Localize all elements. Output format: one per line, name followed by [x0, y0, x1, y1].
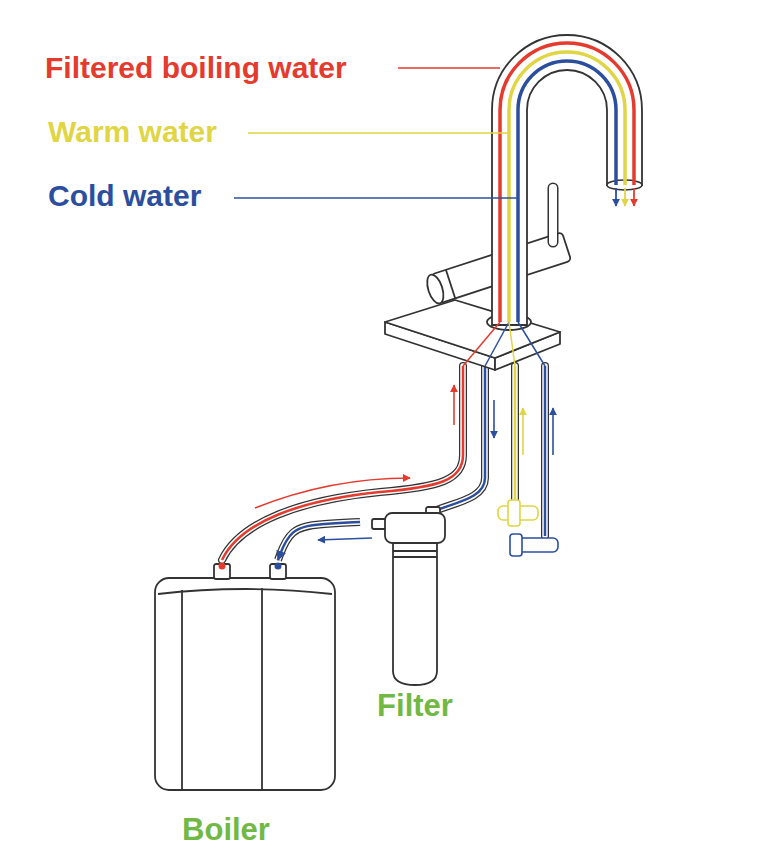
tap-handle-body-part-part — [424, 273, 447, 306]
flow-arrows-part — [453, 385, 455, 425]
pipe-part — [512, 366, 518, 502]
leader-lines-part — [234, 197, 518, 199]
tap-spout-part — [633, 188, 635, 206]
pipe — [545, 366, 546, 536]
pipe-part — [430, 366, 485, 513]
filter-cartridge-outline-part-part — [393, 541, 437, 685]
pipe-fill — [278, 522, 360, 560]
tap-lever-part — [548, 188, 559, 242]
pipe-part — [222, 366, 463, 560]
pipe-part — [541, 366, 549, 536]
pipe-part — [544, 366, 547, 536]
component-label: Boiler — [150, 812, 302, 848]
pipe-part — [511, 366, 519, 502]
tap-feed-lines — [463, 322, 545, 366]
flow-label: Filtered boiling water — [45, 50, 347, 86]
isolation-valves — [498, 500, 558, 556]
tap-lever — [553, 188, 554, 242]
filter-cartridge: Filter — [360, 505, 470, 730]
boiler-tank-outline-part-part — [219, 563, 226, 570]
water-pipe — [278, 522, 360, 560]
leader-lines-part — [398, 67, 500, 69]
tap-feed-lines-part — [518, 322, 545, 366]
tap-spout-part — [615, 188, 617, 206]
tap-spout — [492, 35, 642, 325]
boiler-tank-outline-part-part — [181, 590, 183, 789]
flow-label: Warm water — [48, 114, 217, 150]
tap-spout-part — [624, 188, 626, 206]
pipe-part — [514, 366, 517, 502]
pipe — [515, 366, 516, 502]
tap-handle-body-part-part — [446, 270, 455, 299]
leader-lines — [234, 68, 518, 198]
filter-cartridge-outline-part-part — [393, 556, 437, 558]
flow-arrows-part — [522, 408, 524, 455]
pipe — [430, 366, 485, 513]
pipe — [222, 366, 463, 560]
pipe-outline — [278, 522, 360, 560]
filter-cartridge-outline-part-part — [385, 513, 445, 543]
component-label: Filter — [360, 688, 470, 724]
tap-spout-part — [518, 61, 616, 322]
pipe-part — [222, 366, 463, 560]
flow-arrows-part — [318, 538, 372, 540]
tap-feed-lines-part — [509, 322, 515, 366]
pipe-part — [222, 366, 463, 560]
boiler-tank-outline-part-part — [158, 589, 332, 594]
flow-arrows-part — [552, 408, 554, 455]
tap-feed-lines-part — [463, 322, 500, 366]
boiler-tank-outline — [150, 560, 345, 850]
leader-lines-part — [248, 132, 509, 134]
boiler-tank-outline-part-part — [275, 563, 282, 570]
boiler-tank: Boiler — [150, 560, 345, 850]
flow-arrows-part — [255, 478, 410, 508]
flow-arrows-part — [493, 400, 495, 438]
filter-cartridge-outline-part — [372, 507, 445, 685]
tap-spout-part — [492, 35, 642, 325]
pipe-part — [542, 366, 548, 536]
tap-lever-part — [549, 188, 557, 242]
tap-spout-part — [509, 52, 625, 322]
pipe-part — [430, 366, 485, 513]
tap-spout-part — [500, 43, 634, 322]
isolation-valves-part — [508, 500, 520, 526]
flow-label: Cold water — [48, 178, 201, 214]
filter-cartridge-outline-part-part — [393, 550, 437, 552]
isolation-valves-part — [510, 534, 522, 556]
pipe-flow — [278, 522, 360, 560]
boiler-tank-outline-part — [155, 563, 335, 791]
tap-base-plate — [385, 300, 560, 370]
boiler-tank-outline-part-part — [261, 588, 263, 789]
tap-base-plate-part — [385, 300, 560, 358]
pipe-part — [430, 366, 485, 513]
boiler-tank-outline-part-part — [155, 578, 335, 790]
tap-feed-lines-part — [485, 322, 509, 366]
supply-pipes — [222, 366, 545, 560]
